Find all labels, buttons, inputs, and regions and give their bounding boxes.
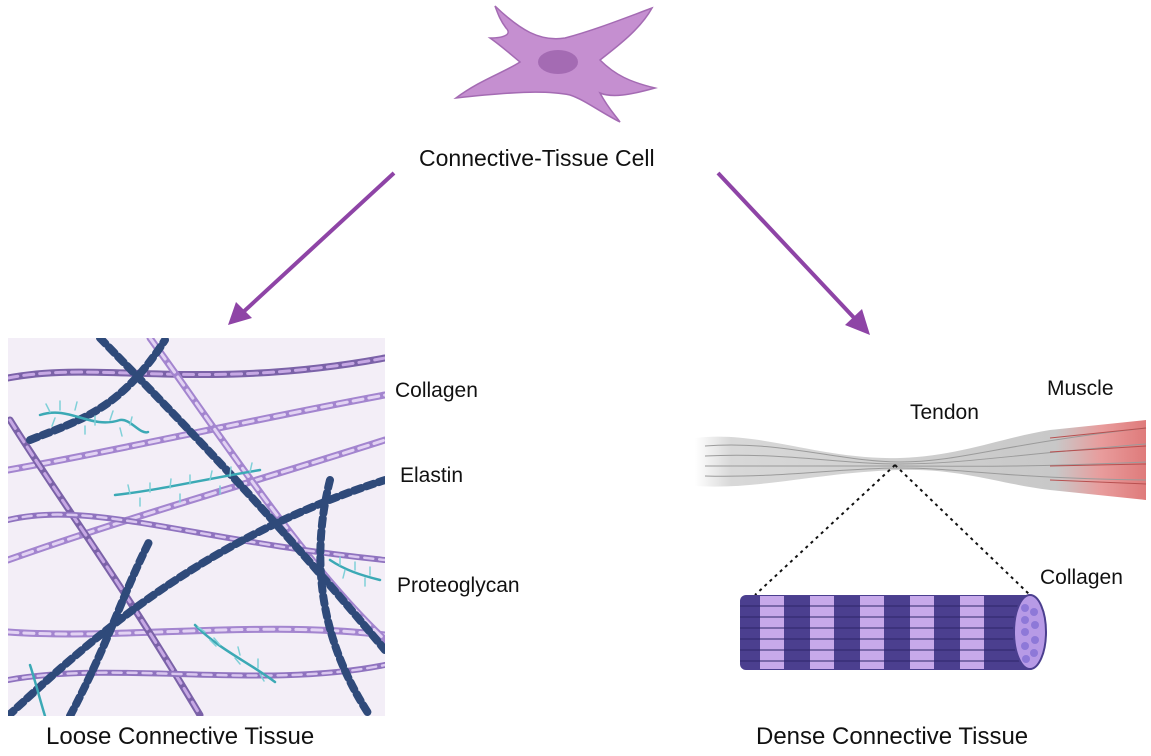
zoom-lines — [754, 464, 1031, 596]
loose-tissue-illustration — [8, 338, 385, 716]
arrowhead-dense — [845, 309, 870, 335]
elastin-label: Elastin — [400, 464, 464, 487]
tendon-illustration — [695, 420, 1147, 500]
arrowhead-loose — [228, 302, 252, 325]
tendon-label: Tendon — [910, 401, 979, 424]
dense-collagen-label: Collagen — [1040, 566, 1123, 589]
arrows — [228, 171, 870, 335]
proteoglycan-label: Proteoglycan — [397, 574, 520, 597]
connective-tissue-cell-icon — [453, 5, 658, 123]
muscle-fibers — [1049, 427, 1147, 485]
muscle-label: Muscle — [1047, 377, 1114, 400]
dense-tissue-caption: Dense Connective Tissue — [756, 723, 1029, 750]
loose-tissue-caption: Loose Connective Tissue — [46, 723, 315, 750]
arrow-to-dense — [716, 171, 860, 324]
arrow-to-loose — [238, 171, 396, 317]
collagen-fiber-bundle — [740, 594, 1047, 670]
elastin-fibers — [8, 338, 385, 716]
cell-label: Connective-Tissue Cell — [419, 145, 655, 171]
loose-collagen-label: Collagen — [395, 379, 478, 402]
